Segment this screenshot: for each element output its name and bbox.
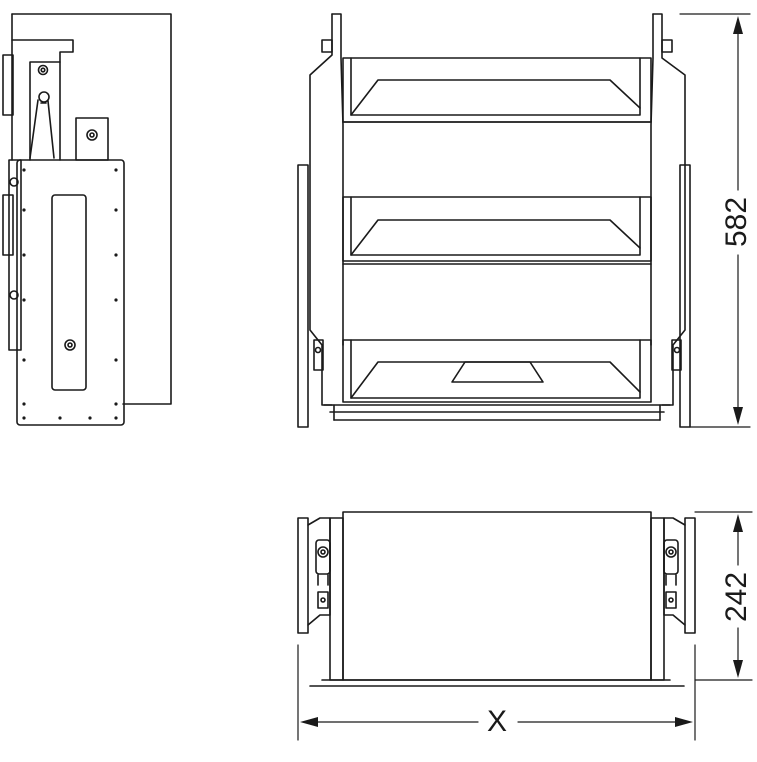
top-view [297,511,696,687]
height-dimension-label: 582 [720,197,753,247]
dimension-582 [679,13,751,428]
depth-dimension-label: 242 [720,572,753,622]
left-mechanism [307,517,331,626]
panel-screws [22,168,118,420]
tray-3 [342,339,652,403]
right-mechanism [663,517,686,626]
width-dimension-label: X [487,705,507,738]
dimension-242 [694,511,753,681]
tray-2 [342,196,652,265]
side-view [2,13,172,426]
tray-1 [342,57,652,123]
front-view [297,13,691,428]
dimension-x [297,644,696,741]
